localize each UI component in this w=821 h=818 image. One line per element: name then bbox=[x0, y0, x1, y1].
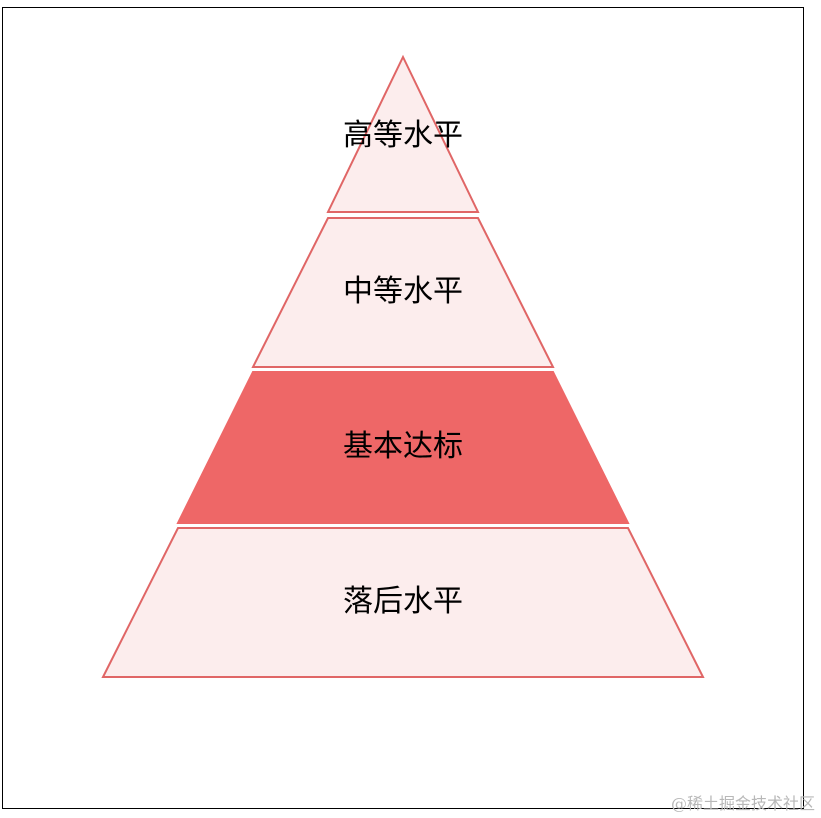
pyramid-level-1-label: 高等水平 bbox=[343, 118, 463, 153]
pyramid-level-1-shape bbox=[326, 54, 480, 213]
pyramid-level-2: 中等水平 bbox=[251, 217, 555, 368]
pyramid-level-3: 基本达标 bbox=[176, 371, 630, 524]
pyramid-level-3-shape bbox=[176, 371, 630, 524]
pyramid-level-2-label: 中等水平 bbox=[343, 274, 463, 309]
pyramid-level-4: 落后水平 bbox=[101, 527, 705, 678]
pyramid-level-4-shape bbox=[101, 527, 705, 678]
watermark: @稀土掘金技术社区 bbox=[670, 794, 815, 813]
pyramid-level-4-label: 落后水平 bbox=[343, 584, 463, 619]
pyramid-level-1: 高等水平 bbox=[326, 54, 480, 213]
pyramid-level-2-shape bbox=[251, 217, 555, 368]
pyramid-level-3-label: 基本达标 bbox=[343, 429, 463, 464]
